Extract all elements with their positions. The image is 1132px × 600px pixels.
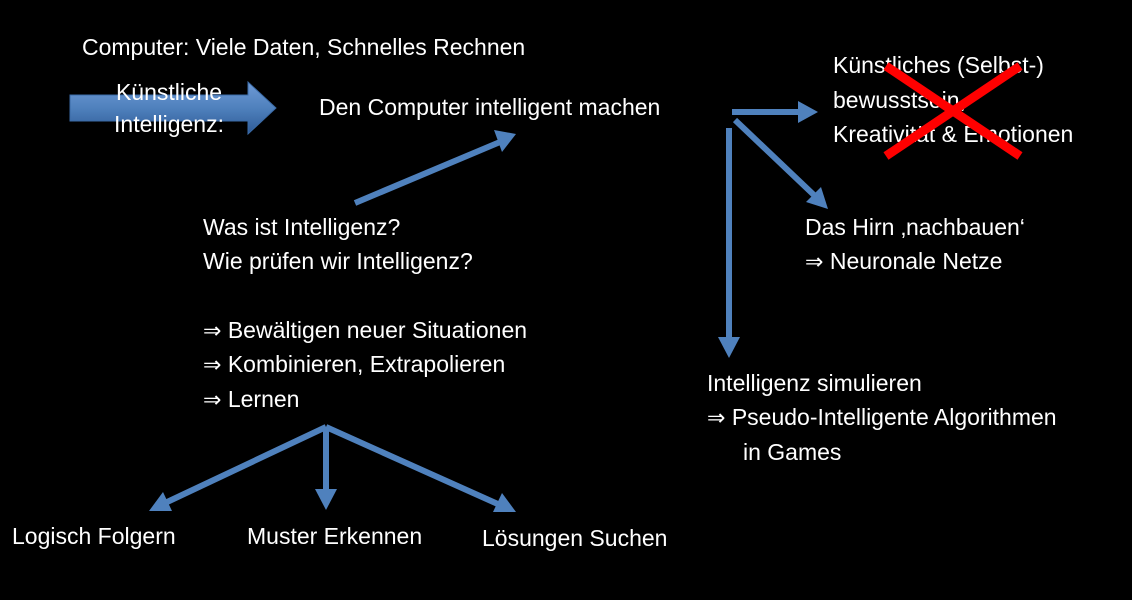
ki-label-line2: Intelligenz: <box>114 111 224 137</box>
criteria-item: ⇒ Lernen <box>203 382 299 418</box>
arrowhead-goal-to-crossed <box>798 101 818 123</box>
simulate-line1: Intelligenz simulieren <box>707 370 922 396</box>
ki-label: Künstliche Intelligenz: <box>96 76 242 140</box>
implies-icon: ⇒ <box>707 406 726 431</box>
simulate-line3: in Games <box>743 439 842 465</box>
criteria-item-text: Kombinieren, Extrapolieren <box>227 351 506 377</box>
question-line2: Wie prüfen wir Intelligenz? <box>203 248 473 274</box>
arrow-tree-left <box>163 424 328 506</box>
arrow-question-to-goal <box>353 139 502 206</box>
arrow-goal-to-brain <box>732 117 818 199</box>
brain-line2: ⇒ Neuronale Netze <box>805 244 1002 280</box>
arrowhead-goal-to-brain <box>806 187 828 209</box>
branch-search: Lösungen Suchen <box>482 525 668 551</box>
arrowhead-tree-left <box>149 492 172 511</box>
criteria-item: ⇒ Kombinieren, Extrapolieren <box>203 347 505 383</box>
criteria-item-text: Bewältigen neuer Situationen <box>227 317 528 343</box>
simulate-line2-text: Pseudo-Intelligente Algorithmen <box>731 404 1057 430</box>
arrowhead-question-to-goal <box>494 130 516 152</box>
brain-line2-text: Neuronale Netze <box>829 248 1003 274</box>
criteria-item-text: Lernen <box>227 386 300 412</box>
brain-line1: Das Hirn ‚nachbauen‘ <box>805 214 1025 240</box>
arrow-tree-right <box>324 424 502 508</box>
implies-icon: ⇒ <box>203 388 222 413</box>
computer-facts-text: Computer: Viele Daten, Schnelles Rechnen <box>82 34 526 60</box>
implies-icon: ⇒ <box>203 353 222 378</box>
simulate-line2: ⇒ Pseudo-Intelligente Algorithmen <box>707 400 1057 436</box>
branch-patterns: Muster Erkennen <box>247 523 423 549</box>
criteria-item: ⇒ Bewältigen neuer Situationen <box>203 313 527 349</box>
crossed-line3: Kreativität & Emotionen <box>833 121 1074 147</box>
ki-block-arrow <box>69 80 277 136</box>
arrowhead-tree-middle <box>315 489 337 510</box>
goal-text: Den Computer intelligent machen <box>319 94 661 120</box>
branch-logic: Logisch Folgern <box>12 523 176 549</box>
implies-icon: ⇒ <box>805 250 824 275</box>
implies-icon: ⇒ <box>203 319 222 344</box>
red-cross-stroke-b <box>883 62 1023 160</box>
question-line1: Was ist Intelligenz? <box>203 214 401 240</box>
arrowhead-tree-right <box>493 493 516 512</box>
arrowhead-goal-to-simulate <box>718 337 740 358</box>
ki-label-line1: Künstliche <box>115 79 223 105</box>
